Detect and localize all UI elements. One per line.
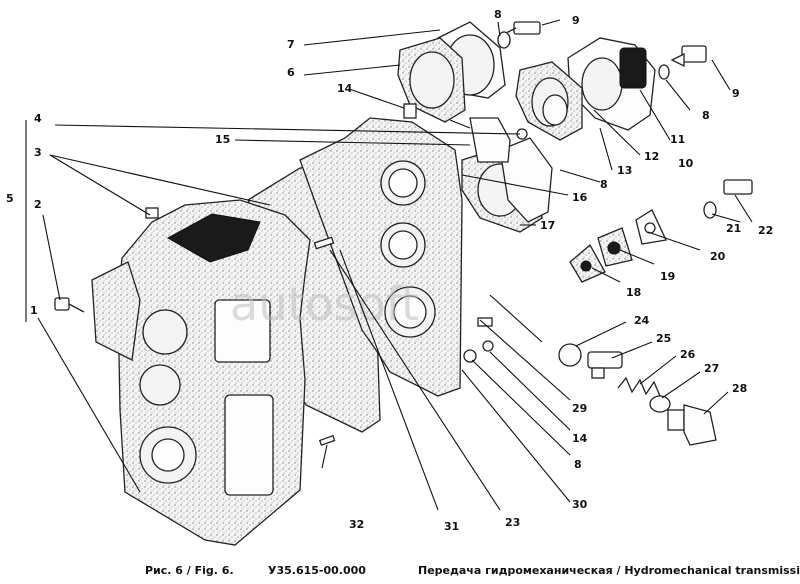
washer-8-upper: [497, 31, 511, 49]
callout-21: 21: [726, 222, 741, 235]
watermark: autosoft: [230, 277, 419, 331]
callout-6: 6: [287, 66, 295, 79]
plunger-25: [587, 351, 623, 379]
callout-8d: 8: [574, 458, 582, 471]
fitting-2: [54, 297, 85, 313]
callout-32: 32: [349, 518, 364, 531]
callout-9a: 9: [572, 14, 580, 27]
housing-top-opening: [166, 213, 261, 263]
leader-lines: [25, 19, 753, 511]
callout-9b: 9: [732, 87, 740, 100]
ball-24: [558, 343, 582, 367]
washer-8-lower: [463, 349, 477, 363]
callout-1: 1: [30, 304, 38, 317]
cover-17: [499, 137, 553, 223]
bolt-9-right: [670, 45, 707, 68]
callout-10: 10: [678, 157, 694, 170]
housing-side-boss: [91, 261, 141, 361]
housing-bore-1: [142, 309, 188, 355]
callout-3: 3: [34, 146, 42, 159]
callout-26: 26: [680, 348, 696, 361]
callout-11: 11: [670, 133, 685, 146]
callout-20: 20: [710, 250, 726, 263]
callout-2: 2: [34, 198, 42, 211]
callout-23: 23: [505, 516, 520, 529]
callout-labels: 7 6 8 9 9 8 11 12 10 13 8 16 17 15 14 4 …: [6, 8, 773, 533]
breather-3: [145, 207, 159, 219]
callout-18: 18: [626, 286, 641, 299]
callout-8a: 8: [494, 8, 502, 21]
callout-29: 29: [572, 402, 587, 415]
plug-14-upper: [403, 103, 417, 119]
caption-fig: Рис. 6 / Fig. 6.: [145, 564, 234, 577]
callout-4: 4: [34, 112, 42, 125]
plug-28: [667, 404, 717, 446]
shaft-13: [542, 94, 568, 126]
callout-15: 15: [215, 133, 230, 146]
caption-title: Передача гидромеханическая / Hydromechan…: [418, 564, 800, 577]
callout-25: 25: [656, 332, 671, 345]
callout-13: 13: [617, 164, 632, 177]
housing-bore-2: [139, 364, 181, 406]
callout-28: 28: [732, 382, 747, 395]
callout-27: 27: [704, 362, 719, 375]
stud-32: [318, 434, 336, 447]
bolt-9-upper: [499, 21, 541, 37]
callout-24: 24: [634, 314, 650, 327]
callout-8c: 8: [600, 178, 608, 191]
callout-22: 22: [758, 224, 773, 237]
callout-7: 7: [287, 38, 295, 51]
callout-30: 30: [572, 498, 588, 511]
washer-14-lower: [482, 340, 494, 352]
callout-16: 16: [572, 191, 588, 204]
callout-31: 31: [444, 520, 459, 533]
washer-8-right: [658, 64, 670, 80]
stud-23: [313, 236, 335, 250]
callout-14b: 14: [572, 432, 588, 445]
pin-29: [477, 317, 493, 327]
bolt-22: [723, 179, 753, 195]
caption-code: У35.615-00.000: [268, 564, 366, 577]
housing-window: [224, 394, 274, 496]
callout-8b: 8: [702, 109, 710, 122]
bracket-15: [469, 117, 511, 163]
callout-17: 17: [540, 219, 555, 232]
washer-21: [703, 201, 717, 219]
housing-11-flange: [619, 47, 647, 89]
callout-5: 5: [6, 192, 14, 205]
spring-26: [617, 376, 661, 397]
callout-19: 19: [660, 270, 675, 283]
washer-27: [649, 395, 671, 413]
callout-14a: 14: [337, 82, 353, 95]
callout-12: 12: [644, 150, 659, 163]
